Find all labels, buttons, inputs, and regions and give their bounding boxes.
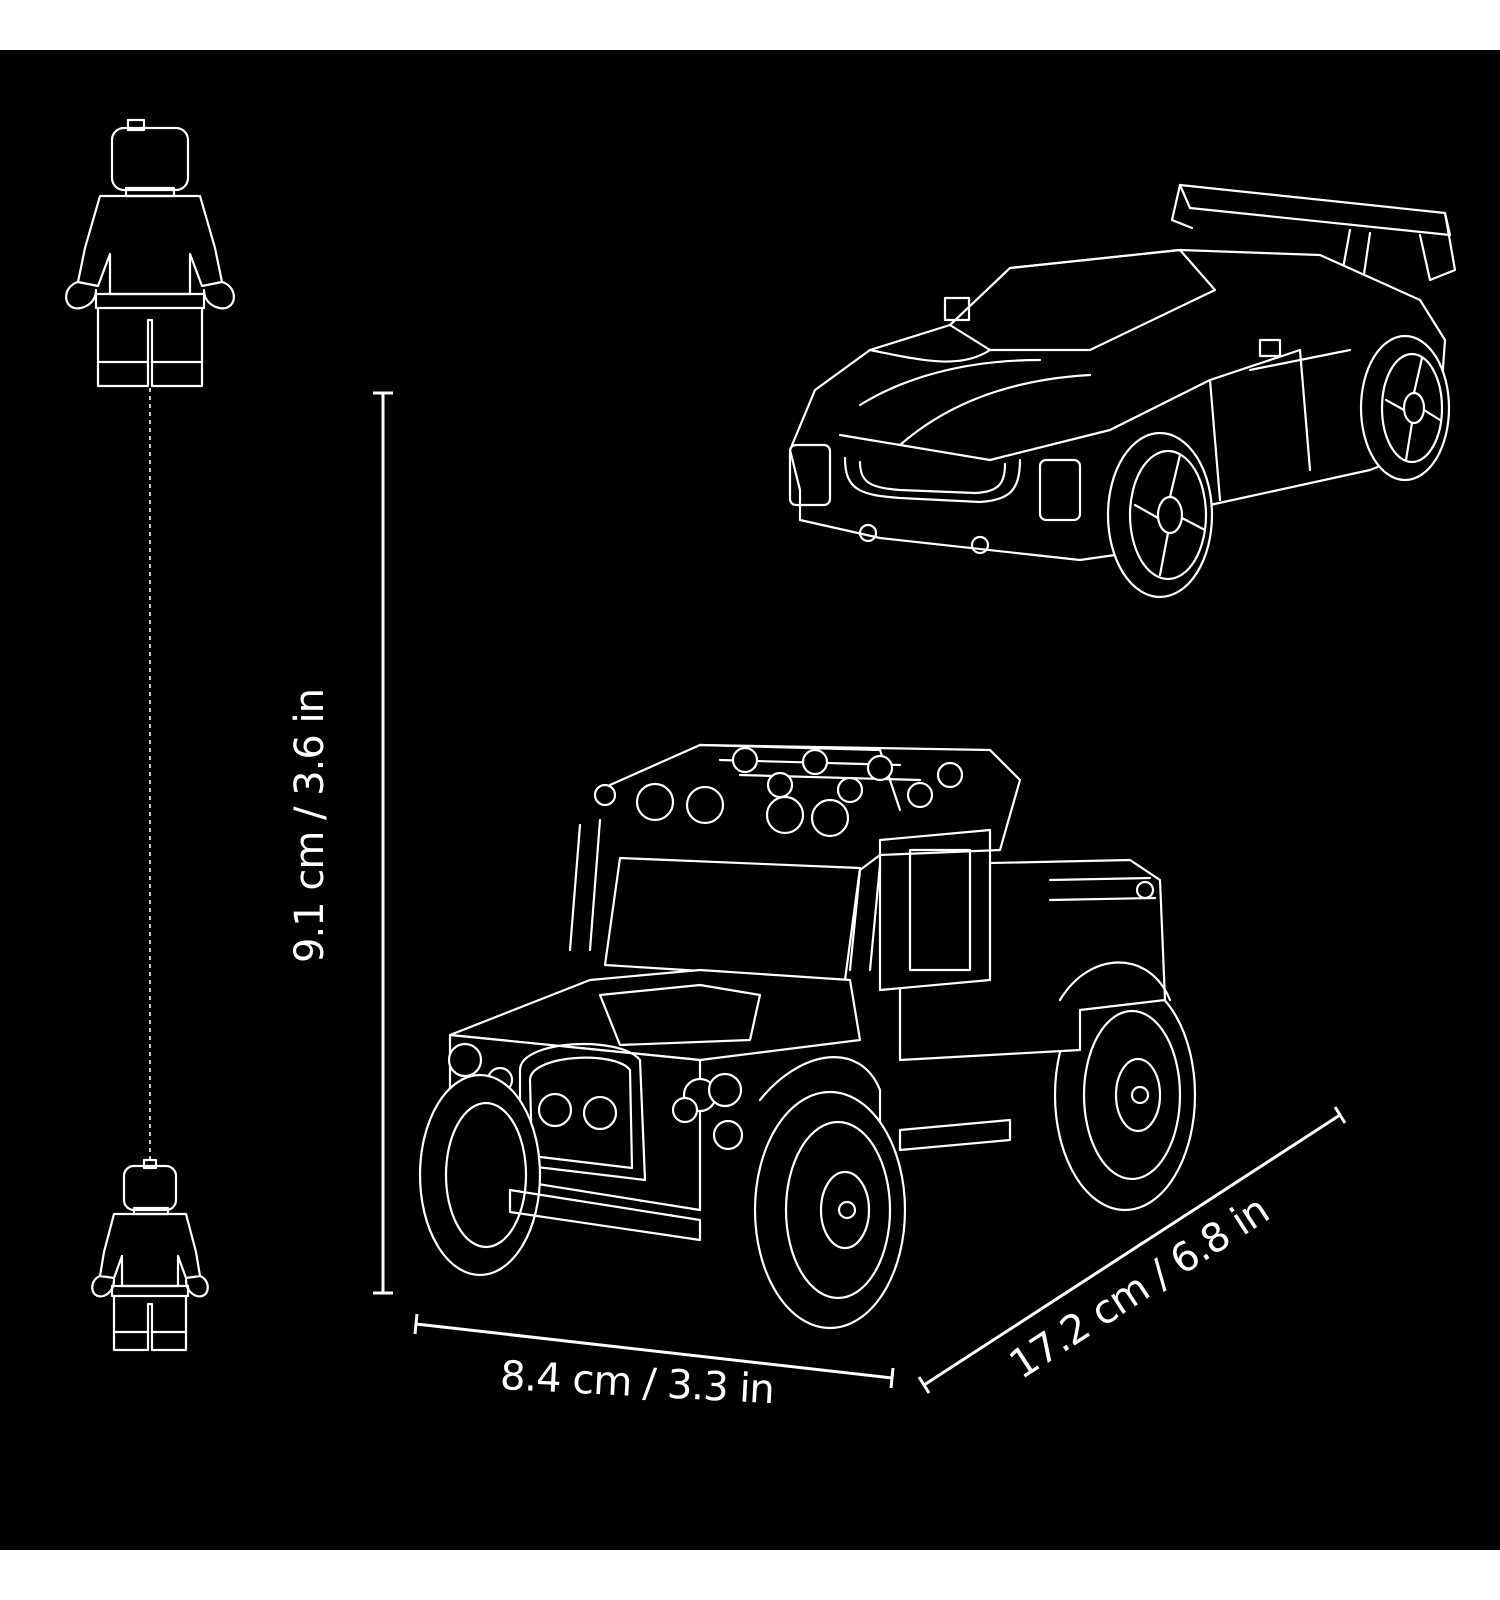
minifigure-bottom	[91, 1158, 209, 1352]
length-dimension-line	[917, 1106, 1347, 1394]
sports-car	[788, 183, 1457, 599]
height-label: 9.1 cm / 3.6 in	[287, 689, 333, 963]
height-dimension-line	[373, 391, 393, 1295]
line-art	[65, 118, 1457, 1394]
dimension-diagram: 9.1 cm / 3.6 in 8.4 cm / 3.3 in 17.2 cm …	[0, 50, 1500, 1550]
width-dimension-line	[413, 1313, 895, 1389]
offroad-truck	[418, 743, 1197, 1330]
minifigure-top	[65, 118, 235, 388]
